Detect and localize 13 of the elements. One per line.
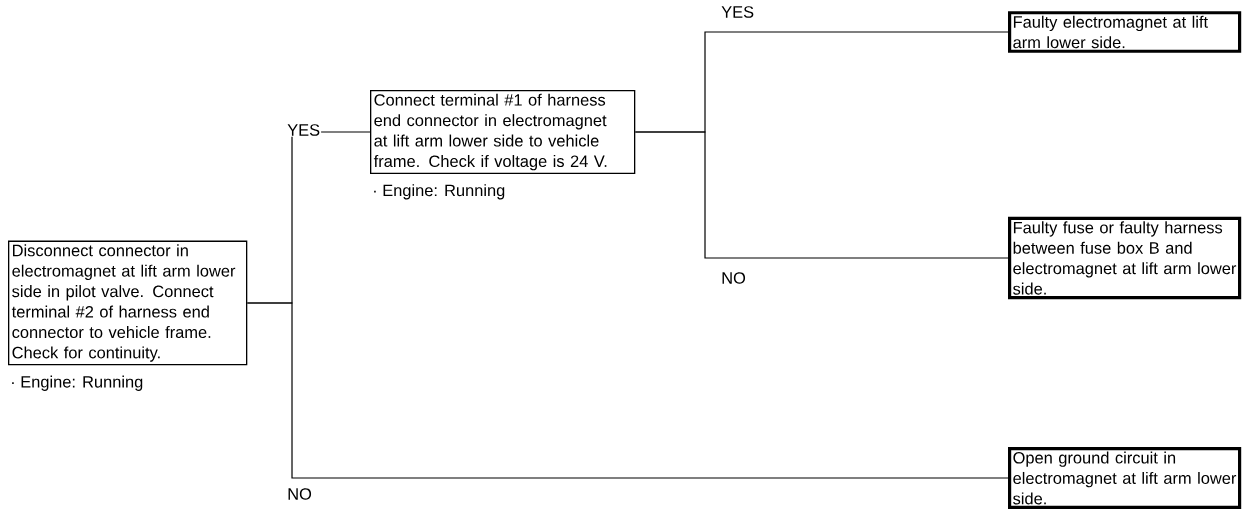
edge-label: YES [720,5,756,19]
connector-line [246,302,1009,479]
edge-label: NO [286,487,313,501]
connector-line [634,131,1009,259]
result-box: Faulty fuse or faulty harness between fuse box B and electromagnet at lift arm lower side. [1008,216,1242,300]
note-text: · Engine: Running [12,375,143,391]
note-text: · Engine: Running [374,184,505,200]
step-box: Connect terminal #1 of harness end connector in electromagnet at lift arm lower side to vehicle frame. Check if voltage is 24 V. [370,90,636,174]
result-box: Open ground circuit in electromagnet at lift arm lower side. [1008,446,1242,510]
edge-label: YES [286,123,322,137]
result-box: Faulty electromagnet at lift arm lower side. [1008,11,1242,53]
edge-label: NO [720,271,747,285]
step-box: Disconnect connector in electromagnet at lift arm lower side in pilot valve. Connect terminal #2 of harness end connector to vehicle frame. Check for continuity. [8,240,248,366]
